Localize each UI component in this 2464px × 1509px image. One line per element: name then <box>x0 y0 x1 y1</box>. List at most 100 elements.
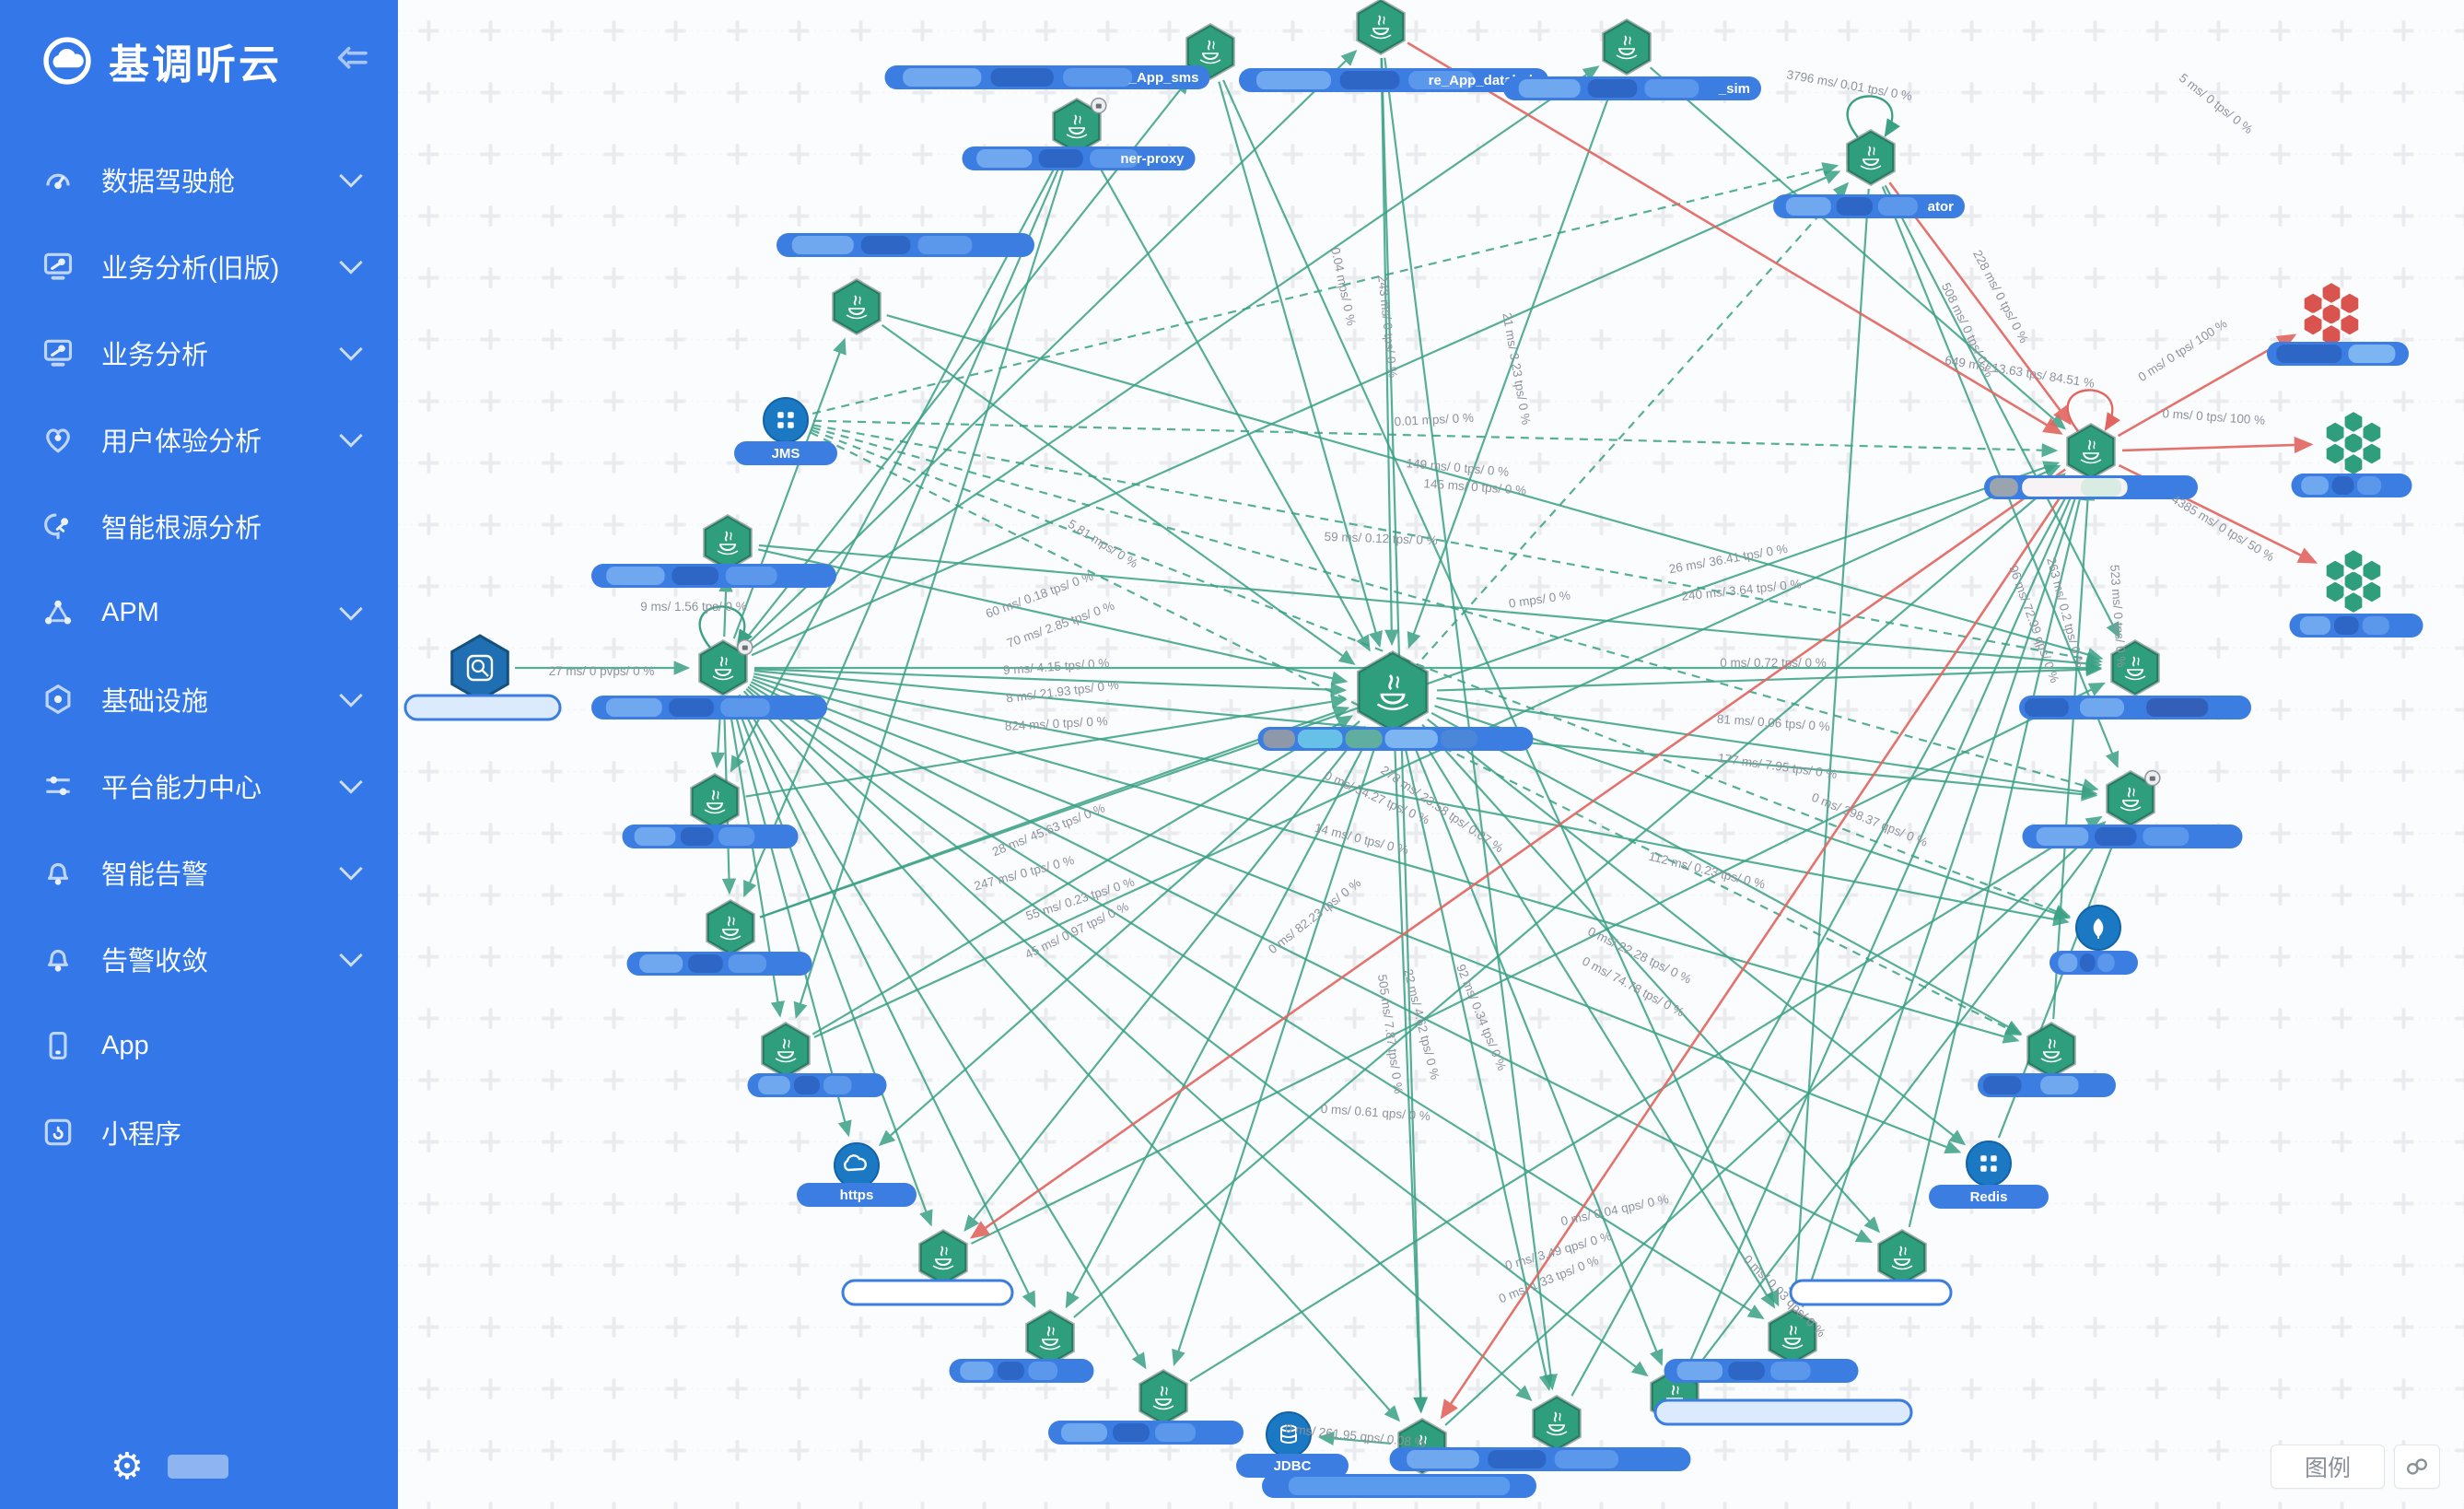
edge-n17-n27[interactable] <box>1189 815 2103 1383</box>
graph-node-n17[interactable] <box>1139 1369 1188 1426</box>
edge-n8-n30[interactable] <box>757 548 1349 685</box>
edge-n25-n29[interactable] <box>2052 484 2096 1020</box>
node-label-n14[interactable]: https <box>797 1183 917 1207</box>
node-label-n24[interactable]: Redis <box>1929 1185 2049 1209</box>
edge-n10-n22[interactable] <box>749 684 1765 1320</box>
graph-node-n7[interactable] <box>763 397 809 443</box>
sidebar-item-6[interactable]: APM <box>0 569 398 656</box>
graph-node-n11[interactable] <box>690 773 740 830</box>
graph-node-n5[interactable] <box>1846 129 1896 186</box>
footer-account-chip[interactable] <box>167 1455 228 1479</box>
graph-node-n22[interactable] <box>1768 1308 1817 1365</box>
edge-n30-n17[interactable] <box>1172 733 1381 1366</box>
node-label-n1[interactable]: _App_sms <box>884 65 1210 89</box>
graph-node-n31[interactable] <box>2302 280 2361 348</box>
edge-n10-n21[interactable] <box>747 685 1649 1377</box>
node-label-n32[interactable] <box>2291 474 2412 497</box>
edge-n30-n21[interactable] <box>1407 732 1664 1366</box>
node-label-n23[interactable] <box>1789 1279 1953 1306</box>
edge-n30-n15[interactable] <box>963 725 1366 1232</box>
edge-n16-n29[interactable] <box>1073 473 2066 1318</box>
sidebar-item-11[interactable]: App <box>0 1002 398 1089</box>
edge-n7-n26[interactable] <box>811 428 2072 918</box>
self-loop-n29[interactable] <box>2066 389 2120 432</box>
edge-n30-n26[interactable] <box>1434 705 2071 920</box>
edge-n4-n30[interactable] <box>1091 153 1371 652</box>
edge-n29-n31[interactable] <box>2117 333 2297 438</box>
sidebar-collapse-icon[interactable] <box>333 42 370 79</box>
edge-n30-n16[interactable] <box>1065 730 1373 1309</box>
node-label-n10[interactable] <box>591 696 827 719</box>
node-label-n13[interactable] <box>747 1073 887 1097</box>
node-label-n26[interactable] <box>2049 951 2138 975</box>
sidebar-item-10[interactable]: 告警收敛 <box>0 916 398 1002</box>
graph-node-n15[interactable] <box>918 1229 968 1286</box>
node-label-n8[interactable] <box>591 564 836 588</box>
sidebar-item-3[interactable]: 业务分析 <box>0 310 398 396</box>
edge-n10-n23[interactable] <box>750 681 1873 1243</box>
graph-node-n14[interactable] <box>834 1142 880 1188</box>
edge-n1-n22[interactable] <box>1222 79 1780 1307</box>
edge-n23-n29[interactable] <box>1908 483 2087 1228</box>
node-label-n4[interactable]: ner-proxy <box>962 146 1196 170</box>
graph-node-n28[interactable] <box>2110 639 2160 696</box>
self-loop-n5[interactable] <box>1846 95 1900 138</box>
node-label-n12[interactable] <box>626 952 812 976</box>
edge-n15-n28[interactable] <box>970 682 2106 1245</box>
edge-n20-n29[interactable] <box>1571 480 2075 1397</box>
edge-n7-n28[interactable] <box>812 424 2103 666</box>
edge-n4-n13[interactable] <box>793 156 1069 1019</box>
edge-n10-n5[interactable] <box>751 170 1841 657</box>
edge-n10-n17[interactable] <box>738 694 1147 1370</box>
edge-n30-n20[interactable] <box>1401 734 1553 1392</box>
graph-node-n2[interactable] <box>1356 0 1406 55</box>
node-label-n31[interactable] <box>2267 342 2409 366</box>
edge-n19-n27[interactable] <box>1444 821 2107 1426</box>
sidebar-item-9[interactable]: 智能告警 <box>0 829 398 916</box>
edge-n30-n22[interactable] <box>1415 729 1776 1309</box>
edge-n2-n29[interactable] <box>1407 41 2063 435</box>
edge-n10-n26[interactable] <box>753 673 2070 927</box>
edge-n10-n25[interactable] <box>753 675 2020 1044</box>
edge-n3-n29[interactable] <box>1649 66 2067 430</box>
graph-node-n9[interactable] <box>450 634 509 710</box>
node-label-n22[interactable] <box>1664 1359 1859 1383</box>
graph-node-n4[interactable] <box>1052 97 1107 155</box>
sidebar-item-8[interactable]: 平台能力中心 <box>0 743 398 829</box>
graph-node-n33[interactable] <box>2324 547 2383 615</box>
edge-n29-n32[interactable] <box>2121 436 2314 454</box>
node-label-n29[interactable] <box>1984 475 2198 499</box>
node-label-n16[interactable] <box>949 1359 1094 1383</box>
edge-n30-n19[interactable] <box>1393 735 1428 1414</box>
node-label-n15[interactable] <box>841 1279 1014 1306</box>
edge-n6-n30[interactable] <box>881 323 1356 665</box>
edge-n10-n19[interactable] <box>742 690 1401 1422</box>
link-toggle-button[interactable] <box>2394 1445 2440 1489</box>
self-loop-n10[interactable] <box>698 605 753 649</box>
graph-node-n24[interactable] <box>1966 1141 2012 1187</box>
edge-n30-n14[interactable] <box>878 719 1360 1146</box>
edge-n5-n28[interactable] <box>1884 184 2120 639</box>
node-label-n19[interactable] <box>1262 1474 1536 1498</box>
edge-n5-n22[interactable] <box>1788 188 1870 1304</box>
node-label-n5[interactable]: ator <box>1773 194 1965 218</box>
graph-node-n20[interactable] <box>1532 1395 1582 1452</box>
node-label-n9[interactable] <box>403 694 562 721</box>
node-label-n18[interactable]: JDBC <box>1236 1454 1349 1478</box>
edge-n29-n15[interactable] <box>969 468 2066 1239</box>
edge-n2-n30[interactable] <box>1380 57 1399 647</box>
edge-n3-n30[interactable] <box>1407 76 1617 649</box>
edge-n21-n27[interactable] <box>1692 825 2111 1373</box>
node-label-n7[interactable]: JMS <box>734 441 837 465</box>
graph-node-n32[interactable] <box>2324 409 2383 477</box>
edge-n30-n23[interactable] <box>1421 723 1881 1234</box>
graph-node-n3[interactable] <box>1602 18 1652 76</box>
node-label-n17[interactable] <box>1048 1421 1244 1445</box>
edge-n29-n19[interactable] <box>1440 476 2075 1420</box>
graph-node-n23[interactable] <box>1877 1229 1927 1286</box>
edge-n2-n20[interactable] <box>1384 57 1558 1391</box>
edge-n21-n29[interactable] <box>1686 481 2078 1369</box>
graph-node-n26[interactable] <box>2075 905 2121 951</box>
